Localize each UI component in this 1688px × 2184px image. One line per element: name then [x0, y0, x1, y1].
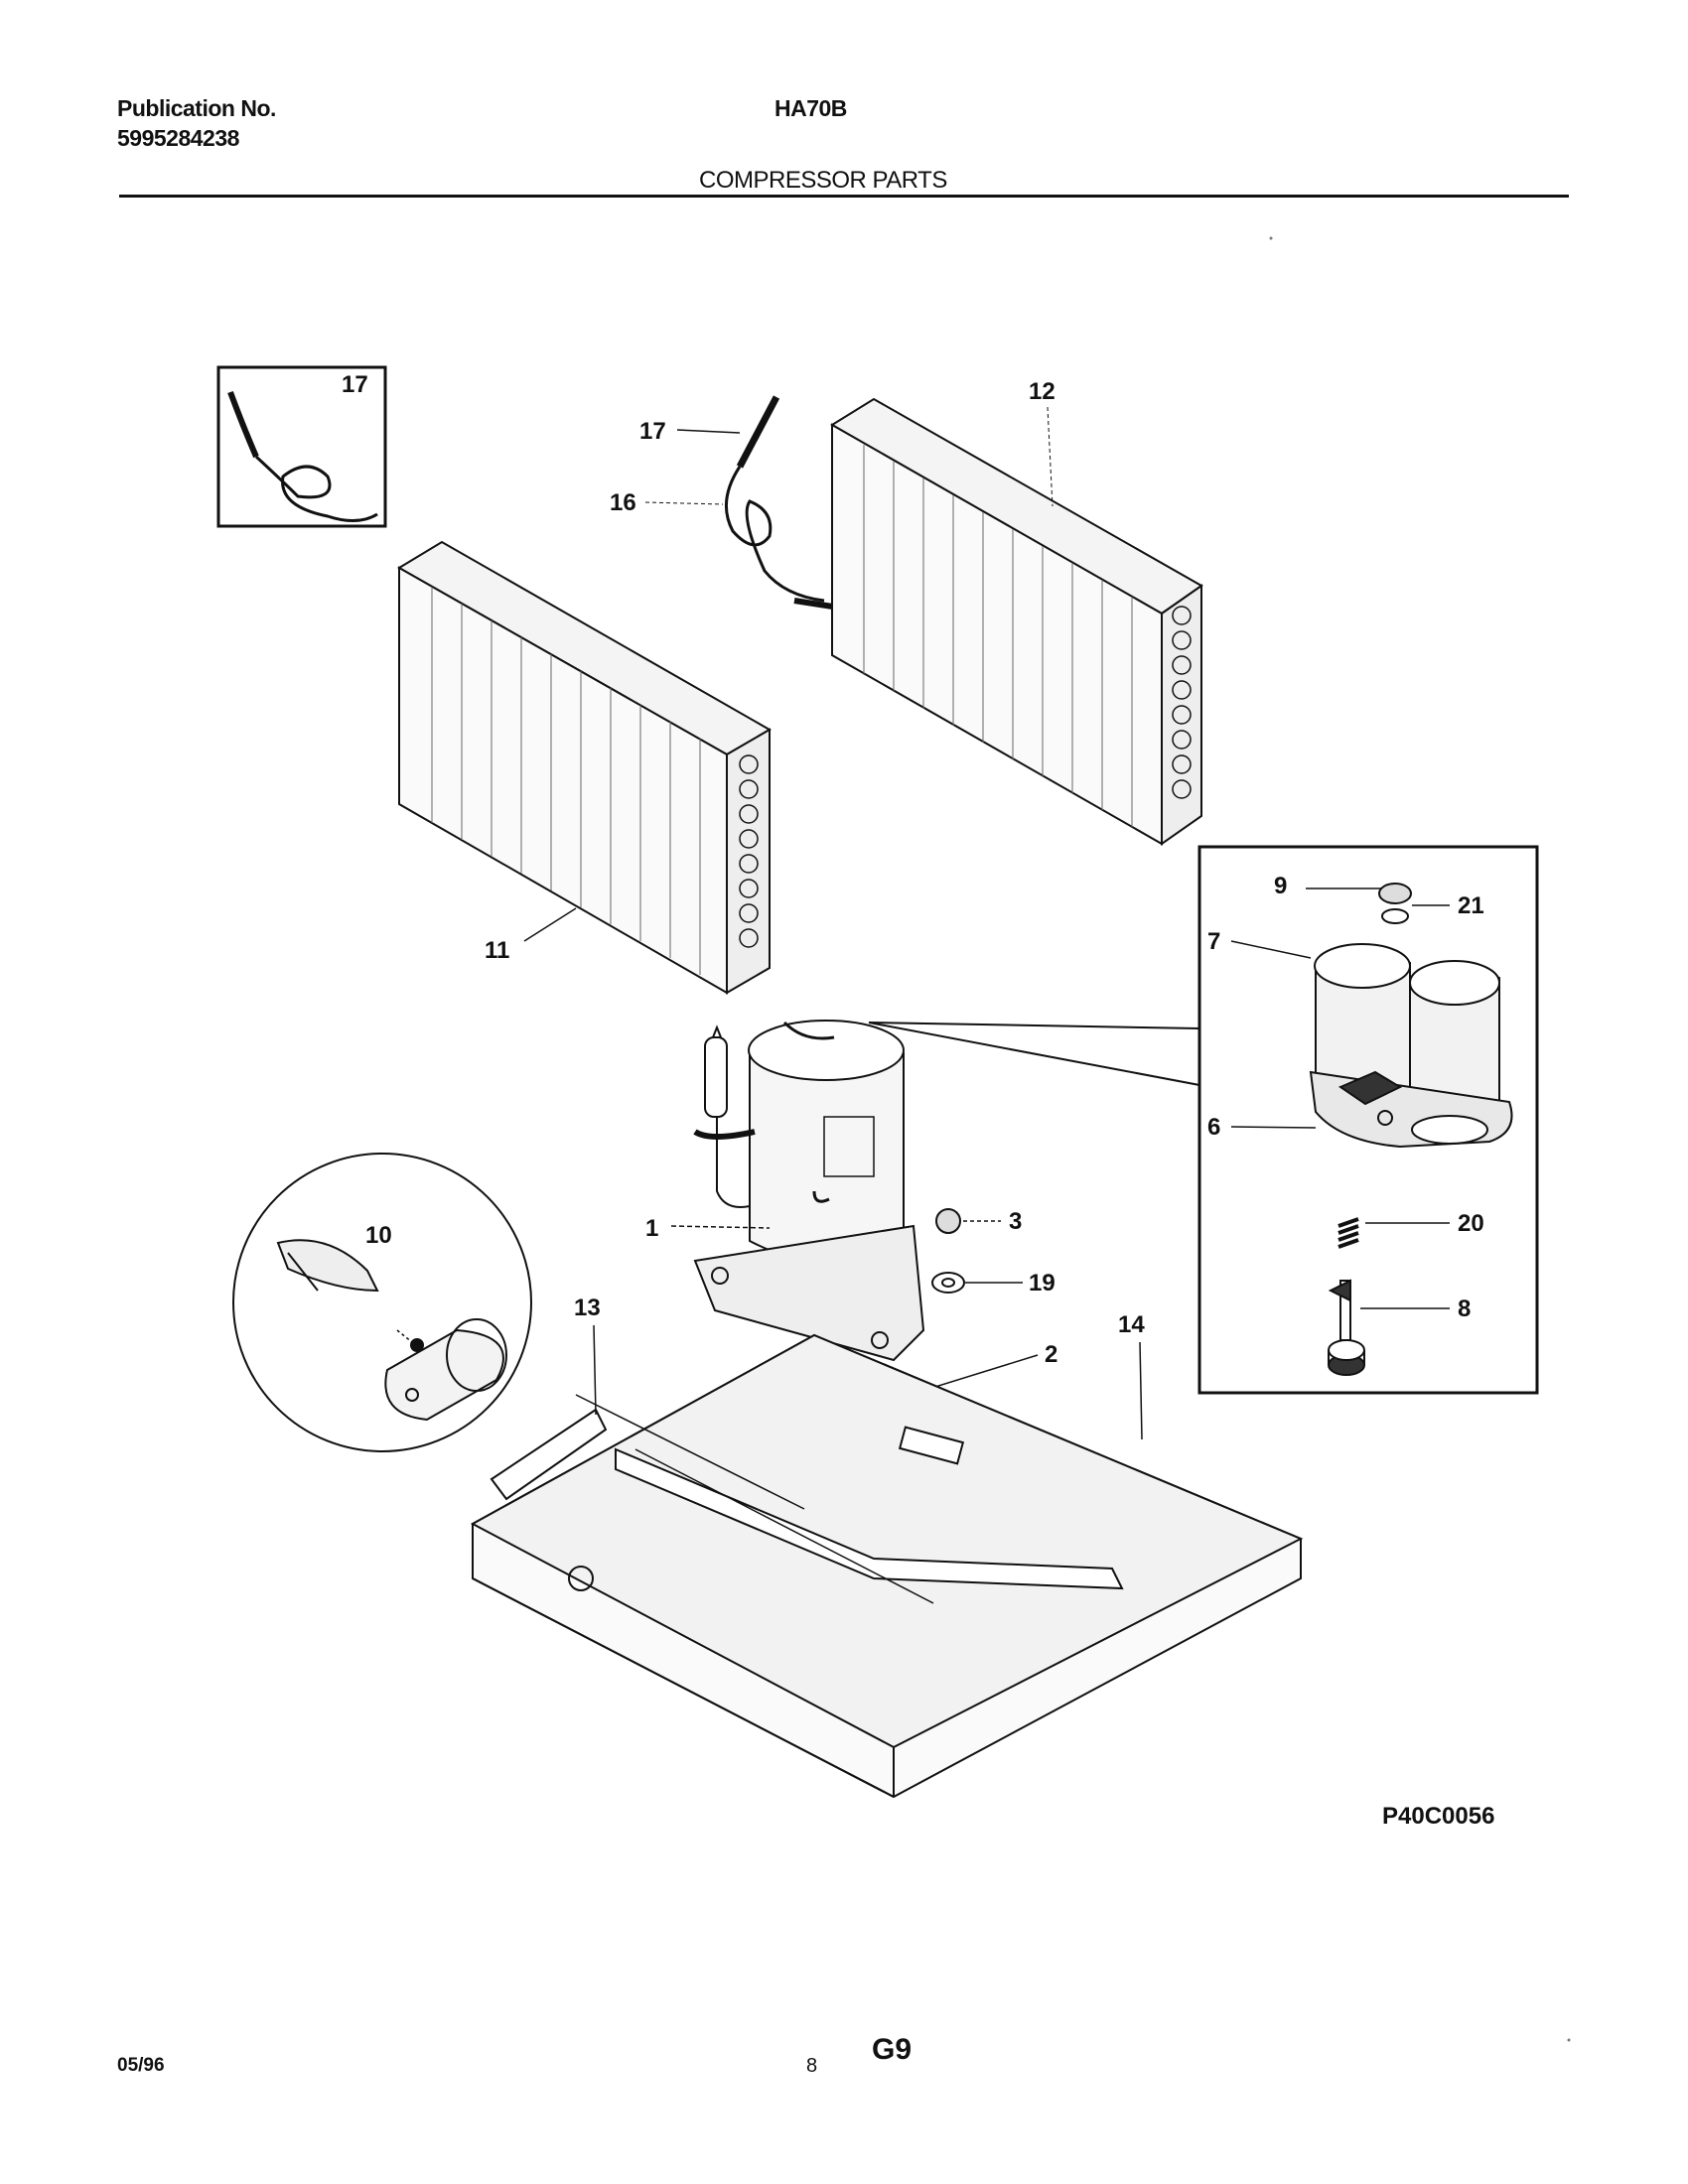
- terminal-cover-inset: [1197, 845, 1539, 1395]
- callout-9: 9: [1274, 873, 1287, 899]
- callout-20: 20: [1458, 1210, 1484, 1237]
- callout-12: 12: [1029, 378, 1055, 405]
- callout-14: 14: [1118, 1311, 1145, 1338]
- publication-number: 5995284238: [117, 125, 239, 151]
- callout-6: 6: [1207, 1114, 1220, 1141]
- figure-code: P40C0056: [1382, 1803, 1495, 1830]
- callout-1: 1: [645, 1215, 658, 1242]
- header-rule: [119, 195, 1569, 198]
- callout-17-inset: 17: [342, 371, 368, 398]
- footer-date: 05/96: [117, 2055, 165, 2076]
- section-title: COMPRESSOR PARTS: [699, 167, 947, 194]
- capillary-tube: [724, 395, 840, 611]
- footer-page-number: 8: [806, 2055, 818, 2077]
- callout-17: 17: [639, 418, 666, 445]
- callout-11: 11: [485, 937, 509, 964]
- model-number: HA70B: [774, 95, 847, 121]
- callout-7: 7: [1207, 928, 1220, 955]
- callout-16: 16: [610, 489, 636, 516]
- evaporator-coil: [830, 397, 1203, 846]
- capacitor-detail: [232, 1153, 532, 1452]
- callout-19: 19: [1029, 1270, 1055, 1297]
- compressor: [693, 1020, 925, 1362]
- condenser-coil: [397, 540, 773, 995]
- callout-3: 3: [1009, 1208, 1022, 1235]
- capillary-inset: [216, 365, 387, 528]
- callout-13: 13: [574, 1295, 601, 1321]
- base-pan: [470, 1333, 1304, 1799]
- footer-section-code: G9: [872, 2033, 913, 2066]
- terminal-cover: [1309, 883, 1513, 1376]
- publication-label: Publication No.: [117, 95, 276, 121]
- callout-10: 10: [365, 1222, 392, 1249]
- callout-2: 2: [1045, 1341, 1057, 1368]
- callout-21: 21: [1458, 892, 1484, 919]
- callout-8: 8: [1458, 1296, 1471, 1322]
